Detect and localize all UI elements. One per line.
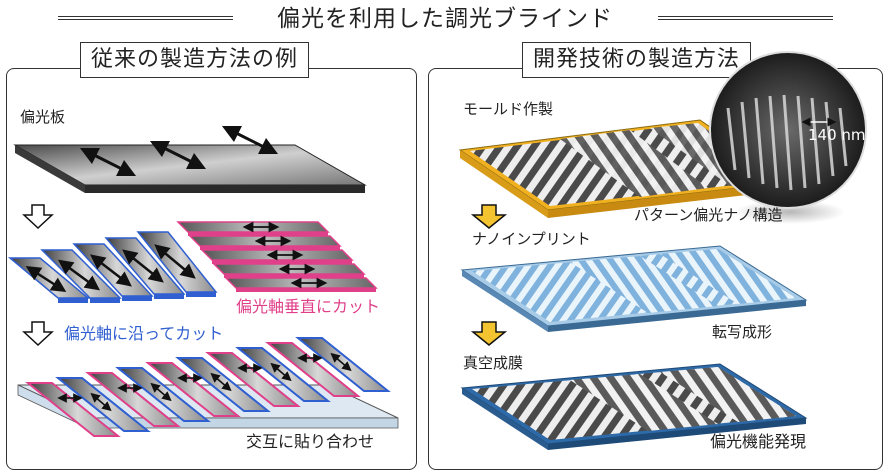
bonded-strip-plate: [17, 337, 399, 437]
nanoimprint-label: ナノインプリント: [472, 230, 591, 248]
down-arrow-icon: [470, 204, 508, 229]
title-rule-right: [658, 16, 833, 20]
parallel-cut-strips: [7, 231, 218, 303]
title-bar: 偏光を利用した調光ブラインド: [0, 2, 890, 36]
down-arrow-icon: [22, 204, 54, 230]
cut-parallel-label: 偏光軸に沿ってカット: [64, 324, 224, 343]
polarizer-plate-label: 偏光板: [20, 108, 66, 126]
mold-plate: [458, 119, 792, 218]
polarizer-plate: [13, 125, 367, 193]
polarization-function-label: 偏光機能発現: [710, 432, 807, 451]
polarizing-film-plate: [460, 363, 808, 450]
vacuum-deposition-label: 真空成膜: [463, 354, 524, 372]
cut-perpendicular-label: 偏光軸垂直にカット: [236, 297, 381, 316]
nanoimprint-plate: [460, 245, 808, 332]
page-title: 偏光を利用した調光ブラインド: [277, 6, 613, 32]
bond-alternately-label: 交互に貼り合わせ: [246, 432, 375, 451]
title-rule-left: [58, 16, 233, 20]
scale-bar-label: 140 nm: [808, 126, 866, 144]
polarization-arrow-icon: [149, 140, 207, 170]
sem-inset-image: [709, 51, 867, 224]
transfer-molding-label: 転写成形: [712, 323, 773, 341]
polarization-arrow-icon: [221, 125, 279, 155]
down-arrow-icon: [22, 321, 54, 347]
down-arrow-icon: [470, 321, 508, 346]
polarization-arrow-icon: [79, 147, 137, 177]
pattern-nanostructure-label: パターン偏光ナノ構造: [634, 206, 783, 224]
left-panel-heading: 従来の製造方法の例: [80, 42, 310, 78]
right-panel-heading: 開発技術の製造方法: [522, 42, 752, 78]
perpendicular-cut-strips: [176, 221, 378, 292]
mold-label: モールド作製: [463, 100, 554, 118]
